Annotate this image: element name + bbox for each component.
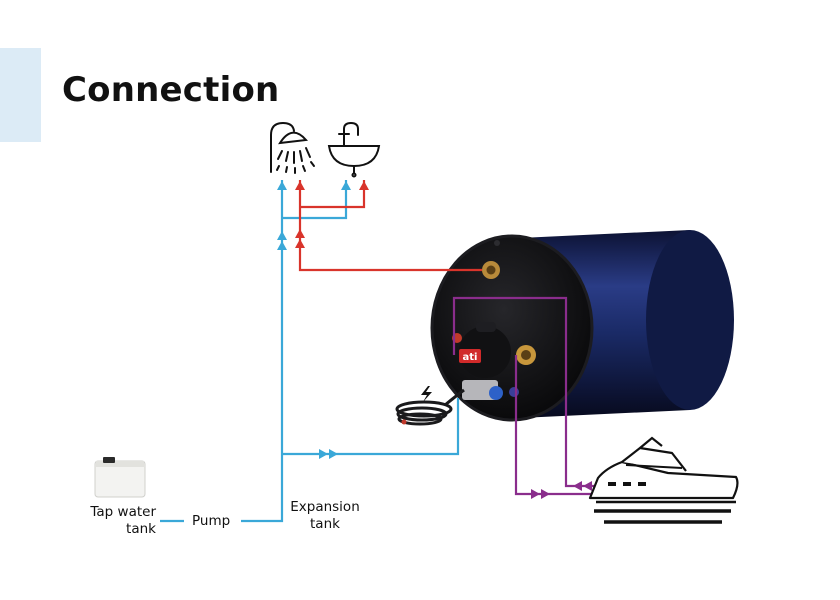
heater-end-right xyxy=(646,230,734,410)
heater-bolt xyxy=(494,240,500,246)
cable-end-red xyxy=(401,419,407,425)
lightning-bolt-icon xyxy=(421,386,432,402)
heater-brand-label: ati xyxy=(463,352,478,363)
water-heater-image: ati xyxy=(395,230,734,426)
page-title: Connection xyxy=(62,70,280,110)
title-accent-bar xyxy=(0,48,41,142)
cold-water-pipes xyxy=(160,180,460,523)
motor-yacht-icon xyxy=(588,436,739,524)
control-thermostat: ati xyxy=(452,322,511,378)
hot-flow-arrows xyxy=(295,181,369,248)
hot-outlet-fitting xyxy=(482,261,500,279)
water-tank-icon xyxy=(94,457,146,498)
coolant-inlet-fitting xyxy=(516,345,536,365)
heater-cap-rim xyxy=(430,234,594,422)
power-cable xyxy=(395,388,465,426)
coolant-flow-arrows xyxy=(531,481,592,499)
hot-water-pipes xyxy=(298,180,482,272)
shower-icon xyxy=(270,121,315,174)
tap-water-tank-label: Tap water tank xyxy=(90,504,156,537)
expansion-tank-label: Expansion tank xyxy=(290,499,360,532)
pump-label: Pump xyxy=(192,513,231,529)
sink-icon xyxy=(327,121,381,178)
cold-flow-arrows xyxy=(277,181,351,459)
